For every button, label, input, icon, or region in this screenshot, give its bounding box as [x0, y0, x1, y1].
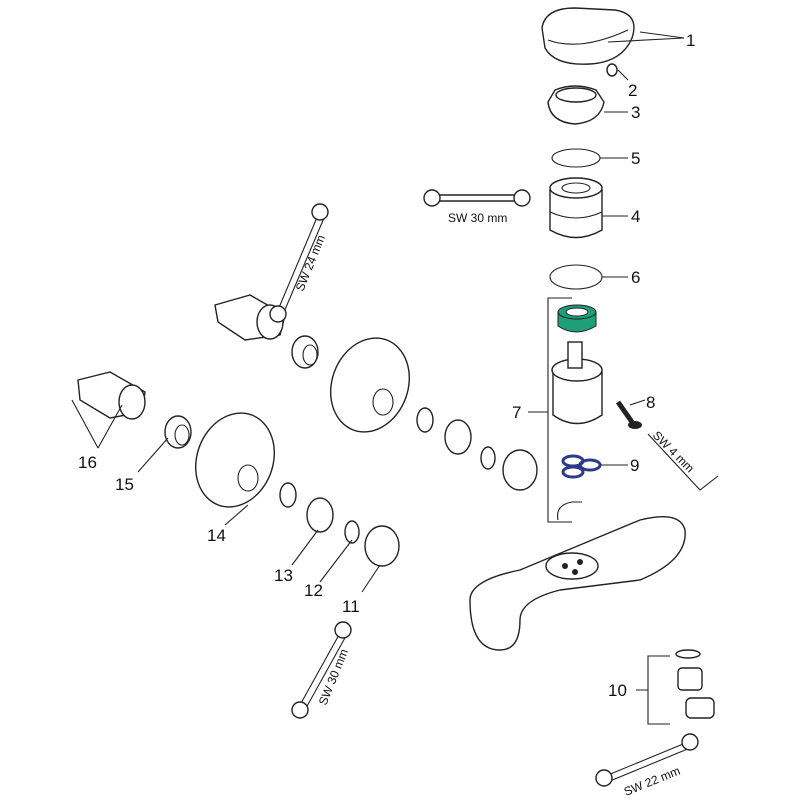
part-10-aerator: [675, 649, 715, 719]
part-8-screw: [615, 400, 642, 429]
wrench-icon: [595, 733, 699, 787]
leader-lines: [71, 31, 685, 593]
part-16-s-union-upper: [214, 294, 286, 341]
part-label-11: 11: [342, 597, 360, 616]
washers-and-nuts: [279, 407, 538, 567]
wrench-icon: [291, 621, 352, 719]
tool-label-sw30-lower: SW 30 mm: [316, 647, 351, 707]
part-label-9: 9: [630, 456, 639, 475]
bracket-7: [528, 297, 572, 523]
part-3-cover-ring: [547, 85, 605, 125]
hex-key-icon: [647, 433, 719, 491]
part-label-1: 1: [686, 31, 695, 50]
part-label-8: 8: [646, 393, 655, 412]
part-9-o-ring-set: [561, 454, 602, 479]
part-label-5: 5: [631, 149, 640, 168]
part-label-13: 13: [274, 566, 293, 585]
part-2-grub-screw: [606, 63, 618, 77]
part-label-10: 10: [608, 681, 627, 700]
part-label-14: 14: [207, 526, 226, 545]
part-label-4: 4: [631, 207, 640, 226]
part-16-s-union-lower: [77, 371, 146, 420]
part-label-3: 3: [631, 103, 640, 122]
part-15-check-valve-lower: [164, 415, 192, 449]
part-6-o-ring: [549, 264, 603, 290]
part-label-6: 6: [631, 268, 640, 287]
part-15-check-valve-upper: [291, 335, 319, 369]
part-14-escutcheon-upper: [329, 337, 411, 433]
part-1-handle: [541, 7, 635, 65]
part-4-headpart-nut: [549, 177, 603, 239]
part-label-2: 2: [628, 81, 637, 100]
tool-label-sw4: SW 4 mm: [650, 428, 697, 475]
tool-label-sw22: SW 22 mm: [622, 764, 682, 799]
part-5-o-ring: [551, 148, 601, 168]
part-7-cartridge: [551, 304, 603, 425]
bracket-10: [636, 655, 670, 725]
part-label-16: 16: [78, 453, 97, 472]
wrench-icon: [269, 203, 329, 323]
part-14-escutcheon-lower: [194, 412, 276, 508]
clip: [557, 501, 582, 521]
wrench-icon: [423, 189, 531, 207]
part-label-12: 12: [304, 581, 323, 600]
mixer-body: [469, 516, 686, 651]
part-label-7: 7: [512, 403, 521, 422]
part-label-15: 15: [115, 475, 134, 494]
tool-label-sw30-upper: SW 30 mm: [448, 211, 507, 225]
